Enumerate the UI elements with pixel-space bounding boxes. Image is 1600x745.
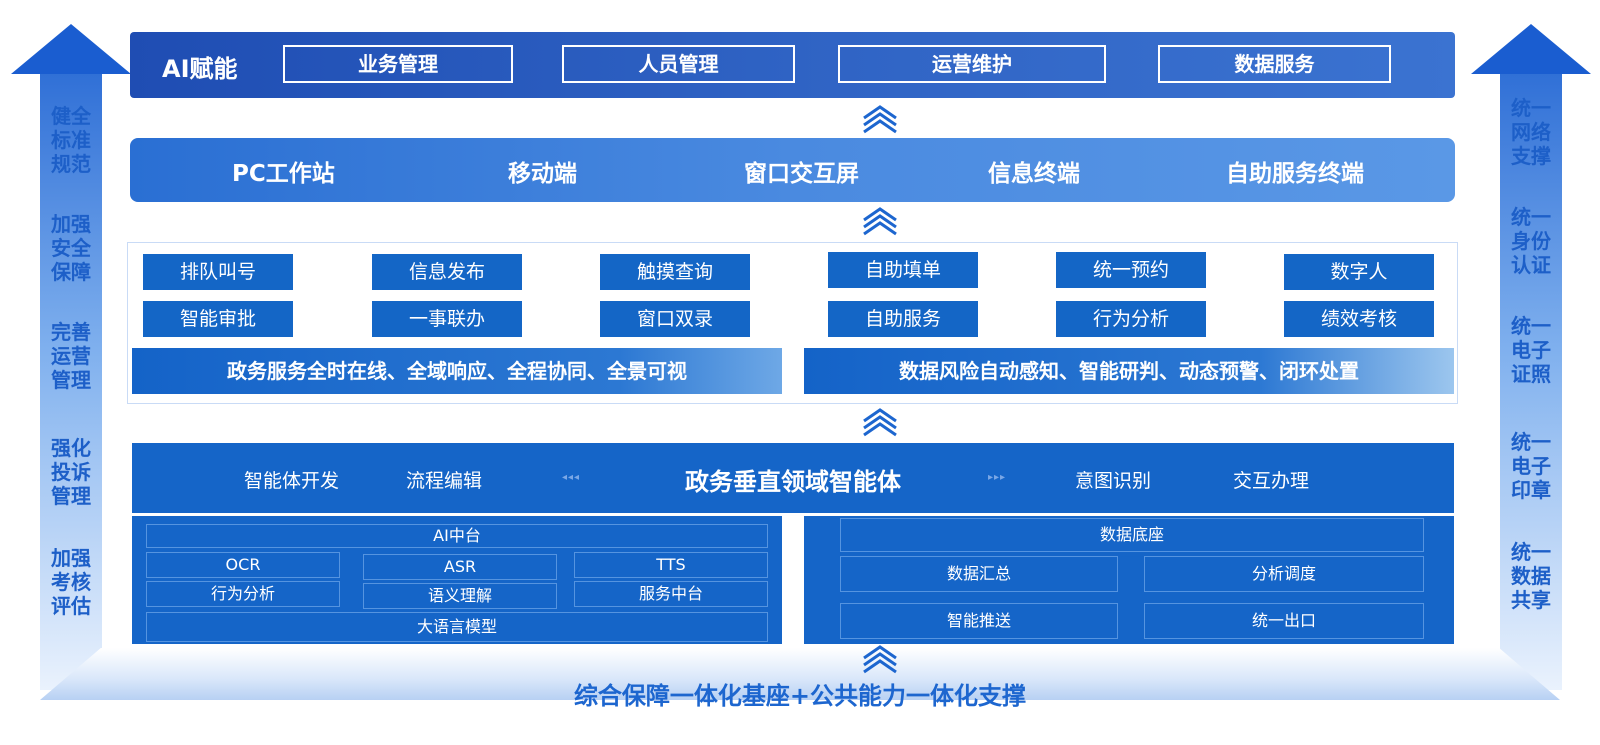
capability-box: 统一预约: [1056, 252, 1206, 288]
terminal-layer: [130, 138, 1455, 202]
right-pillar-item: 统一 电子 印章: [1511, 430, 1551, 502]
capability-box: 自助服务: [828, 301, 978, 337]
ai-layer-title: AI赋能: [162, 55, 238, 83]
data-platform-cell: 智能推送: [840, 603, 1118, 639]
terminal-item: 移动端: [508, 161, 577, 187]
ai-platform-cell: 行为分析: [146, 581, 340, 607]
terminal-item: 自助服务终端: [1226, 161, 1364, 187]
arrow-left-icon: ◂◂◂: [562, 472, 581, 483]
capability-box: 行为分析: [1056, 301, 1206, 337]
capability-box: 触摸查询: [600, 254, 750, 290]
ai-layer: [130, 32, 1455, 98]
capability-box: 排队叫号: [143, 254, 293, 290]
terminal-item: 信息终端: [988, 161, 1080, 187]
left-pillar: [40, 70, 102, 690]
right-pillar-item: 统一 电子 证照: [1511, 314, 1551, 386]
left-pillar-item: 健全 标准 规范: [51, 104, 91, 176]
ai-platform-title: AI中台: [146, 524, 768, 548]
chevron-up-icon: [863, 207, 897, 236]
capability-box: 数字人: [1284, 254, 1434, 290]
left-pillar-item: 强化 投诉 管理: [51, 436, 91, 508]
right-pillar-arrow-icon: [1471, 24, 1591, 74]
ai-box: 业务管理: [283, 45, 513, 83]
agent-item: 流程编辑: [406, 470, 483, 492]
left-pillar-arrow-icon: [11, 24, 131, 74]
data-platform-panel: [804, 516, 1454, 644]
terminal-item: 窗口交互屏: [744, 161, 859, 187]
capability-banner-right: 数据风险自动感知、智能研判、动态预警、闭环处置: [804, 348, 1454, 394]
ai-platform-cell: 语义理解: [363, 583, 557, 609]
arrow-right-icon: ▸▸▸: [988, 472, 1007, 483]
chevron-up-icon: [863, 105, 897, 134]
capability-box: 自助填单: [828, 252, 978, 288]
ai-box: 数据服务: [1158, 45, 1391, 83]
data-platform-cell: 分析调度: [1144, 556, 1424, 592]
base-platform: [40, 648, 1560, 700]
data-platform-cell: 统一出口: [1144, 603, 1424, 639]
capability-box: 一事联办: [372, 301, 522, 337]
capability-box: 智能审批: [143, 301, 293, 337]
chevron-up-icon: [863, 645, 897, 674]
capability-box: 窗口双录: [600, 301, 750, 337]
capability-box: 信息发布: [372, 254, 522, 290]
base-title: 综合保障一体化基座+公共能力一体化支撑: [573, 682, 1027, 710]
ai-platform-cell: OCR: [146, 552, 340, 578]
ai-platform-panel: [132, 516, 782, 644]
agent-item: 意图识别: [1075, 470, 1152, 492]
left-pillar-item: 加强 考核 评估: [51, 546, 91, 618]
agent-title: 政务垂直领域智能体: [685, 468, 901, 496]
right-pillar-item: 统一 数据 共享: [1511, 540, 1551, 612]
terminal-item: PC工作站: [232, 161, 335, 187]
data-platform-cell: 数据汇总: [840, 556, 1118, 592]
ai-platform-bottom: 大语言模型: [146, 612, 768, 642]
ai-platform-cell: TTS: [574, 552, 768, 578]
left-pillar-item: 完善 运营 管理: [51, 320, 91, 392]
capability-box: 绩效考核: [1284, 301, 1434, 337]
right-pillar-item: 统一 身份 认证: [1511, 205, 1551, 277]
ai-platform-cell: 服务中台: [574, 581, 768, 607]
data-platform-title: 数据底座: [840, 518, 1424, 552]
right-pillar: [1500, 70, 1562, 690]
chevron-up-icon: [863, 408, 897, 437]
agent-layer: [132, 443, 1454, 513]
ai-box: 运营维护: [838, 45, 1106, 83]
ai-box: 人员管理: [562, 45, 795, 83]
right-pillar-item: 统一 网络 支撑: [1511, 96, 1551, 168]
agent-item: 智能体开发: [244, 470, 340, 492]
ai-platform-cell: ASR: [363, 554, 557, 580]
left-pillar-item: 加强 安全 保障: [51, 212, 91, 284]
agent-item: 交互办理: [1233, 470, 1310, 492]
capability-banner-left: 政务服务全时在线、全域响应、全程协同、全景可视: [132, 348, 782, 394]
